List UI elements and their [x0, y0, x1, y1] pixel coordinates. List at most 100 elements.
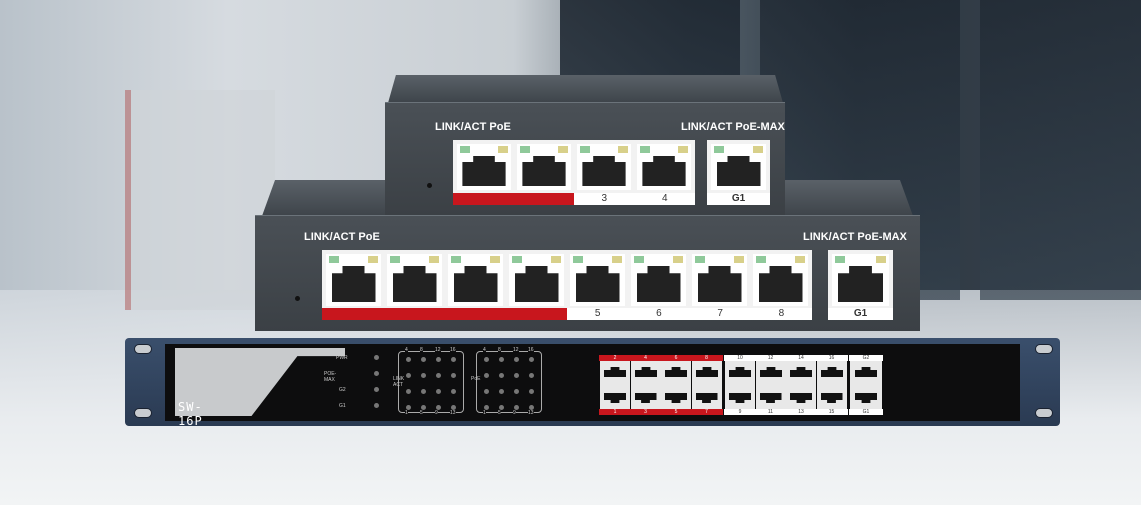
- ethernet-port-pair: [691, 361, 722, 409]
- indicator-led: [374, 403, 379, 408]
- indicator-label: POE-MAX: [324, 371, 337, 383]
- port-led: [499, 389, 504, 394]
- port-led: [514, 373, 519, 378]
- port-led: [436, 389, 441, 394]
- port-led: [436, 357, 441, 362]
- grid-number: 5: [420, 410, 423, 416]
- grid-number: 5: [498, 410, 501, 416]
- port-led: [421, 373, 426, 378]
- port-led: [421, 357, 426, 362]
- ethernet-port: [517, 144, 571, 190]
- port-number: 8: [690, 355, 723, 361]
- port-led: [514, 389, 519, 394]
- port-led: [484, 373, 489, 378]
- background-cabinet: [125, 90, 275, 310]
- ethernet-port: [577, 144, 631, 190]
- port-led: [451, 405, 456, 410]
- grid-number: 16: [528, 347, 534, 353]
- grid-number: 4: [483, 347, 486, 353]
- uplink-label: G2: [849, 355, 883, 361]
- ethernet-port: [326, 254, 381, 306]
- poe-max-label: LINK/ACT PoE-MAX: [803, 231, 907, 243]
- grid-number: 12: [513, 347, 519, 353]
- port-number: 12: [754, 355, 787, 361]
- ethernet-port: [753, 254, 808, 306]
- link-act-poe-label: LINK/ACT PoE: [304, 231, 380, 243]
- port-led: [514, 357, 519, 362]
- port-block: [322, 250, 812, 310]
- port-number: 5: [660, 409, 692, 415]
- port-number: 4: [629, 355, 662, 361]
- port-number: [505, 308, 567, 320]
- port-led: [406, 389, 411, 394]
- port-number: 10: [724, 355, 756, 361]
- port-led: [499, 373, 504, 378]
- background-server-rack: [980, 0, 1141, 300]
- grid-number: 1: [483, 410, 486, 416]
- port-number: 7: [689, 308, 751, 320]
- port-led: [451, 373, 456, 378]
- port-led: [451, 357, 456, 362]
- port-led: [499, 357, 504, 362]
- port-led: [484, 357, 489, 362]
- grid-label: LINK ACT: [393, 376, 405, 388]
- port-number: 1: [599, 409, 631, 415]
- indicator-led: [374, 355, 379, 360]
- ethernet-port-pair: [786, 361, 816, 409]
- grid-number: 4: [405, 347, 408, 353]
- ethernet-port: [457, 144, 511, 190]
- port-led: [421, 389, 426, 394]
- port-led: [406, 357, 411, 362]
- grid-number: 8: [498, 347, 501, 353]
- ethernet-port-pair: [661, 361, 691, 409]
- indicator-label: G2: [339, 387, 346, 393]
- ethernet-port: [637, 144, 691, 190]
- port-number: [383, 308, 445, 320]
- link-act-poe-label: LINK/ACT PoE: [435, 121, 511, 133]
- uplink-label: G1: [853, 308, 868, 319]
- port-led: [529, 357, 534, 362]
- indicator-led: [374, 371, 379, 376]
- port-number: 6: [628, 308, 690, 320]
- port-led: [406, 405, 411, 410]
- grid-number: 9: [435, 410, 438, 416]
- port-number: 9: [724, 409, 756, 415]
- indicator-label: PWR: [336, 355, 348, 361]
- grid-number: 13: [450, 410, 456, 416]
- uplink-label: G1: [849, 409, 883, 415]
- model-label: SW-16P: [178, 400, 203, 428]
- grid-number: 9: [513, 410, 516, 416]
- port-number: 4: [634, 193, 695, 205]
- grid-number: 8: [420, 347, 423, 353]
- port-led: [421, 405, 426, 410]
- grid-label: PoE: [471, 376, 481, 382]
- port-number: 5: [567, 308, 629, 320]
- port-led: [514, 405, 519, 410]
- ethernet-port: [631, 254, 686, 306]
- port-number: 2: [599, 355, 631, 361]
- uplink-port: [707, 140, 770, 194]
- indicator-led: [374, 387, 379, 392]
- port-number: [513, 193, 574, 205]
- indicator-label: G1: [339, 403, 346, 409]
- ethernet-port: [570, 254, 625, 306]
- ethernet-port: [448, 254, 503, 306]
- grid-number: 13: [528, 410, 534, 416]
- ethernet-port: [509, 254, 564, 306]
- ethernet-port-pair: [755, 361, 786, 409]
- port-number: 3: [574, 193, 635, 205]
- uplink-port: [828, 250, 893, 310]
- uplink-port-pair: [850, 361, 882, 409]
- port-led: [484, 405, 489, 410]
- port-number: 7: [690, 409, 723, 415]
- port-number: 15: [815, 409, 848, 415]
- port-number: 3: [629, 409, 662, 415]
- ethernet-port: [832, 254, 889, 306]
- port-number: [322, 308, 384, 320]
- port-led: [436, 405, 441, 410]
- ethernet-port-pair: [600, 361, 630, 409]
- uplink-label: G1: [731, 193, 746, 204]
- ethernet-port-pair: [725, 361, 755, 409]
- port-number: 13: [785, 409, 817, 415]
- ethernet-port-pair: [816, 361, 847, 409]
